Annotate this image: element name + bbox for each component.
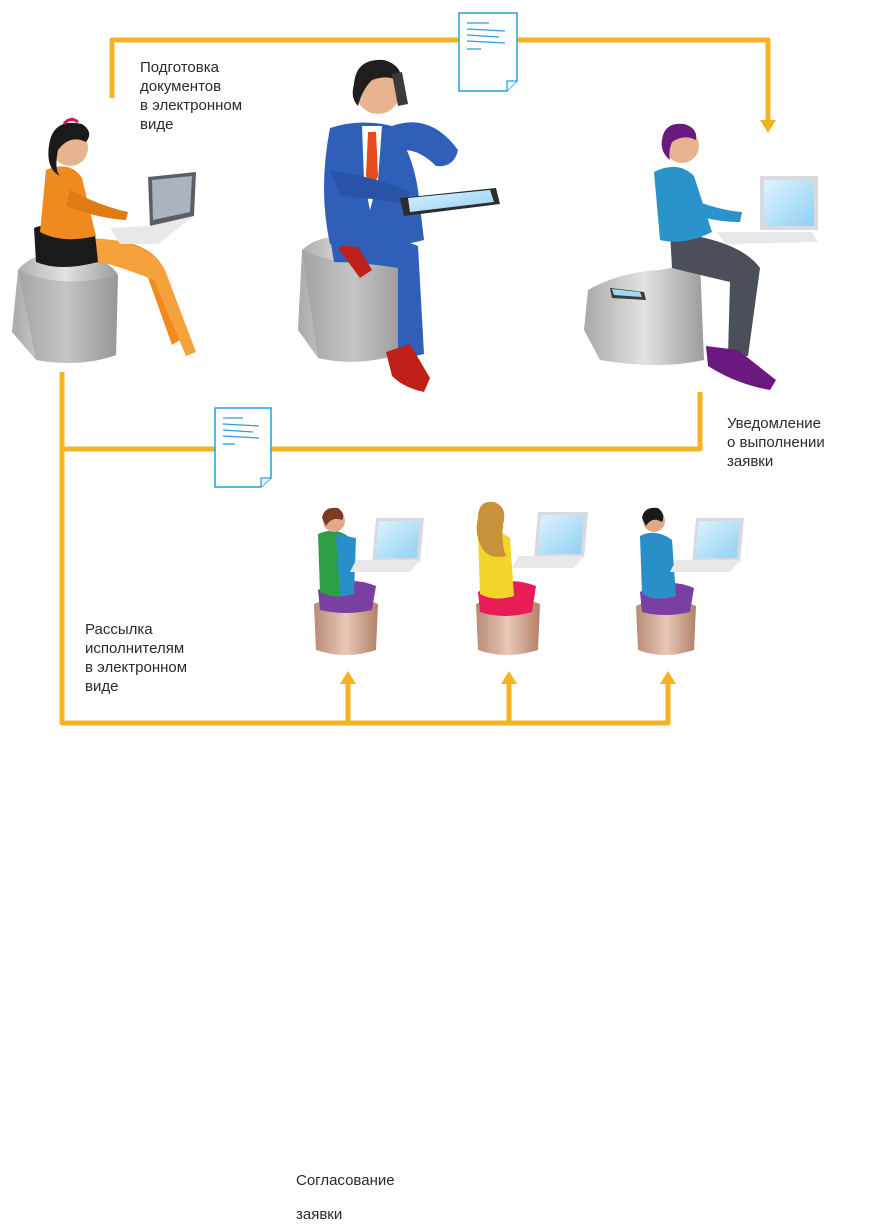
label-line: Согласование bbox=[296, 1172, 395, 1189]
flow-line-top bbox=[109, 37, 771, 122]
hair bbox=[48, 122, 90, 176]
hair bbox=[476, 501, 506, 557]
flow-line-bottom bbox=[59, 449, 671, 726]
laptop-icon bbox=[110, 172, 196, 244]
legs bbox=[670, 232, 760, 356]
laptop-icon bbox=[512, 512, 588, 568]
phone-icon bbox=[392, 72, 408, 106]
laptop-icon bbox=[716, 176, 818, 244]
label-line: Уведомление bbox=[727, 415, 822, 432]
stool bbox=[584, 262, 704, 365]
label-line: о выполнении bbox=[727, 434, 825, 451]
label-line: исполнителям bbox=[85, 640, 185, 657]
tablet-icon bbox=[400, 188, 500, 216]
stool bbox=[298, 236, 408, 362]
label-line: виде bbox=[140, 116, 174, 133]
label-line: в электронном bbox=[85, 659, 188, 676]
label-line: заявки bbox=[727, 453, 774, 470]
executor-figure-3 bbox=[636, 507, 744, 655]
legs bbox=[330, 237, 424, 360]
hair bbox=[642, 507, 664, 526]
label-document-preparation: Подготовка документов в электронном виде bbox=[140, 58, 242, 134]
label-line: Рассылка bbox=[85, 621, 153, 638]
diagram-canvas bbox=[12, 12, 818, 726]
document-icon bbox=[214, 407, 272, 488]
document-icon bbox=[458, 12, 518, 92]
label-line: виде bbox=[85, 678, 119, 695]
label-line: Подготовка bbox=[140, 59, 219, 76]
man-with-tablet-figure bbox=[298, 59, 500, 392]
torso bbox=[640, 532, 676, 599]
man-at-computer-figure bbox=[584, 123, 818, 390]
executor-figure-1 bbox=[314, 507, 424, 655]
arrow-up-icon bbox=[660, 671, 676, 684]
label-line: заявки bbox=[296, 1206, 343, 1223]
woman-with-laptop-figure bbox=[12, 117, 196, 364]
executor-figure-2 bbox=[476, 501, 588, 655]
laptop-icon bbox=[670, 518, 744, 572]
arm bbox=[392, 122, 458, 167]
laptop-icon bbox=[350, 518, 424, 572]
arrow-heads bbox=[340, 120, 776, 684]
flow-lines bbox=[59, 37, 771, 726]
label-line: документов bbox=[140, 78, 222, 95]
shoe bbox=[706, 346, 776, 390]
arrow-up-icon bbox=[340, 671, 356, 684]
arrow-up-icon bbox=[501, 671, 517, 684]
label-completion-notice: Уведомление о выполнении заявки bbox=[727, 414, 825, 471]
flow-line-middle bbox=[59, 372, 703, 452]
stool bbox=[12, 253, 118, 364]
shoe bbox=[386, 344, 430, 392]
hair bbox=[661, 123, 697, 160]
arrow-down-icon bbox=[760, 120, 776, 133]
label-mailing-to-executors: Рассылка исполнителям в электронном виде bbox=[85, 620, 187, 696]
tie bbox=[366, 132, 378, 190]
workflow-diagram: Подготовка документов в электронном виде… bbox=[12, 12, 825, 1223]
hair bbox=[352, 59, 401, 106]
hair bbox=[322, 507, 344, 526]
label-line: в электронном bbox=[140, 97, 243, 114]
